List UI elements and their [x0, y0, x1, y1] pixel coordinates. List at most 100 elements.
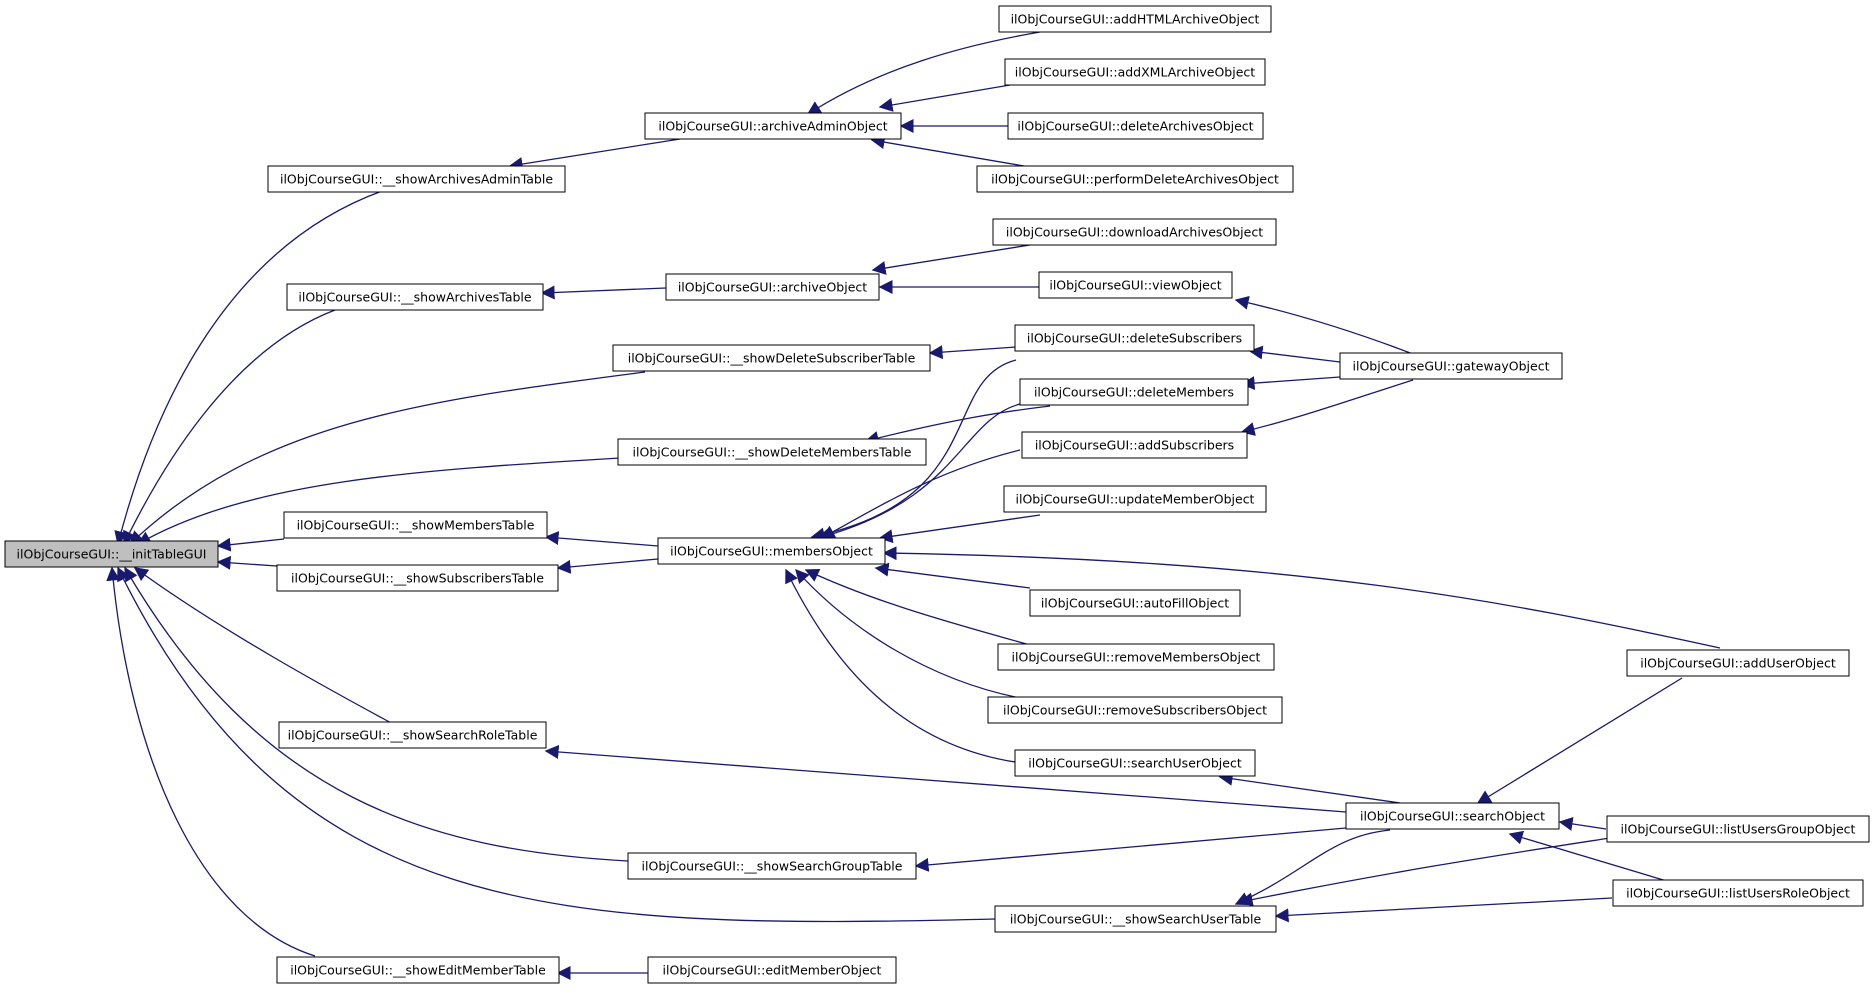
edge-removemembers-to-members: [804, 569, 1031, 646]
node-show-members-table[interactable]: ilObjCourseGUI::__showMembersTable: [283, 511, 548, 539]
node-show-search-role-table[interactable]: ilObjCourseGUI::__showSearchRoleTable: [278, 721, 547, 749]
node-label: ilObjCourseGUI::searchUserObject: [1028, 756, 1242, 771]
node-show-edit-member-table[interactable]: ilObjCourseGUI::__showEditMemberTable: [276, 956, 560, 984]
node-label: ilObjCourseGUI::__showSubscribersTable: [291, 571, 544, 586]
node-search-object[interactable]: ilObjCourseGUI::searchObject: [1345, 802, 1560, 830]
node-add-html-archive-object[interactable]: ilObjCourseGUI::addHTMLArchiveObject: [998, 5, 1272, 33]
node-label: ilObjCourseGUI::listUsersRoleObject: [1626, 886, 1850, 901]
edge-gateway-to-addsubscribers: [1240, 379, 1414, 436]
edge-addsubscribers-to-members: [820, 449, 1021, 539]
node-label: ilObjCourseGUI::addHTMLArchiveObject: [1011, 12, 1260, 27]
edge-searchobject-to-searchgrouptable: [914, 827, 1347, 872]
node-show-archives-table[interactable]: ilObjCourseGUI::__showArchivesTable: [286, 283, 544, 311]
edge-listgroup-to-searchusertable: [1238, 837, 1611, 907]
edge-deletesubscribers-to-members: [810, 359, 1017, 542]
node-label: ilObjCourseGUI::updateMemberObject: [1016, 492, 1255, 507]
node-label: ilObjCourseGUI::__showSearchGroupTable: [642, 859, 903, 874]
node-label: ilObjCourseGUI::addXMLArchiveObject: [1015, 65, 1255, 80]
node-label: ilObjCourseGUI::searchObject: [1360, 809, 1545, 824]
node-label: ilObjCourseGUI::__showArchivesAdminTable: [280, 172, 553, 187]
edge-archiveobject-to-archivestable: [540, 285, 667, 300]
node-show-delete-members-table[interactable]: ilObjCourseGUI::__showDeleteMembersTable: [617, 438, 927, 466]
edge-searchobject-to-searchusertable: [1234, 829, 1391, 906]
node-show-search-group-table[interactable]: ilObjCourseGUI::__showSearchGroupTable: [627, 852, 917, 880]
node-add-xml-archive-object[interactable]: ilObjCourseGUI::addXMLArchiveObject: [1004, 58, 1266, 86]
edge-deletememberstable-to-root: [136, 457, 621, 545]
edge-autofill-to-members: [874, 562, 1031, 589]
node-label: ilObjCourseGUI::membersObject: [670, 544, 873, 559]
node-label: ilObjCourseGUI::__showDeleteSubscriberTa…: [628, 351, 916, 366]
node-label: ilObjCourseGUI::deleteMembers: [1034, 385, 1234, 400]
node-label: ilObjCourseGUI::__showEditMemberTable: [290, 963, 546, 978]
node-label: ilObjCourseGUI::removeMembersObject: [1012, 650, 1261, 665]
node-label: ilObjCourseGUI::listUsersGroupObject: [1621, 822, 1856, 837]
node-delete-archives-object[interactable]: ilObjCourseGUI::deleteArchivesObject: [1007, 112, 1264, 140]
node-label: ilObjCourseGUI::__showMembersTable: [297, 518, 535, 533]
node-label: ilObjCourseGUI::archiveObject: [678, 280, 867, 295]
edge-addhtml-to-archiveadmin: [806, 31, 1041, 115]
node-show-delete-subscriber-table[interactable]: ilObjCourseGUI::__showDeleteSubscriberTa…: [612, 344, 931, 372]
node-add-subscribers[interactable]: ilObjCourseGUI::addSubscribers: [1021, 431, 1248, 459]
node-show-archives-admin-table[interactable]: ilObjCourseGUI::__showArchivesAdminTable: [267, 165, 566, 193]
node-members-object[interactable]: ilObjCourseGUI::membersObject: [657, 537, 886, 565]
edge-archivestable-to-root: [123, 309, 336, 546]
edge-performdelete-to-archiveadmin: [870, 135, 1031, 168]
node-remove-members-object[interactable]: ilObjCourseGUI::removeMembersObject: [997, 643, 1275, 671]
node-init-table-gui[interactable]: ilObjCourseGUI::__initTableGUI: [4, 540, 219, 568]
edge-editmembertable-to-root: [106, 566, 316, 957]
node-label: ilObjCourseGUI::addSubscribers: [1035, 438, 1234, 453]
edge-searchobject-to-searchuser: [1218, 771, 1401, 804]
node-gateway-object[interactable]: ilObjCourseGUI::gatewayObject: [1339, 352, 1563, 380]
node-label: ilObjCourseGUI::addUserObject: [1640, 656, 1836, 671]
edge-deletemembers-to-members: [816, 403, 1021, 542]
edge-updatemember-to-members: [878, 514, 1041, 544]
edge-searchobject-to-searchroletable: [544, 744, 1347, 813]
node-label: ilObjCourseGUI::deleteArchivesObject: [1017, 119, 1253, 134]
edge-deletesubscribertable-to-root: [128, 371, 646, 545]
node-add-user-object[interactable]: ilObjCourseGUI::addUserObject: [1626, 649, 1850, 677]
edge-subscriberstable-to-root: [216, 555, 278, 570]
node-label: ilObjCourseGUI::autoFillObject: [1041, 596, 1229, 611]
node-label: ilObjCourseGUI::deleteSubscribers: [1027, 331, 1242, 346]
node-view-object[interactable]: ilObjCourseGUI::viewObject: [1038, 271, 1233, 299]
nodes: ilObjCourseGUI::__initTableGUI ilObjCour…: [4, 5, 1870, 984]
edge-adduser-to-members: [882, 546, 1721, 649]
edge-archivesadmintable-to-root: [114, 190, 383, 546]
edge-addxml-to-archiveadmin: [878, 84, 1011, 112]
edge-archiveadmin-to-archivesadmintable: [508, 138, 681, 171]
node-label: ilObjCourseGUI::gatewayObject: [1353, 359, 1550, 374]
edge-listgroup-to-searchobject: [1558, 816, 1607, 831]
node-edit-member-object[interactable]: ilObjCourseGUI::editMemberObject: [647, 956, 897, 984]
edge-gateway-to-view: [1234, 295, 1414, 355]
node-search-user-object[interactable]: ilObjCourseGUI::searchUserObject: [1014, 749, 1256, 777]
node-show-search-user-table[interactable]: ilObjCourseGUI::__showSearchUserTable: [994, 905, 1277, 933]
node-label: ilObjCourseGUI::archiveAdminObject: [658, 119, 887, 134]
node-list-users-role-object[interactable]: ilObjCourseGUI::listUsersRoleObject: [1612, 879, 1864, 907]
node-list-users-group-object[interactable]: ilObjCourseGUI::listUsersGroupObject: [1606, 815, 1870, 843]
node-label: ilObjCourseGUI::__initTableGUI: [17, 547, 207, 562]
node-delete-subscribers[interactable]: ilObjCourseGUI::deleteSubscribers: [1014, 324, 1255, 352]
edge-gateway-to-deletesubscribers: [1248, 345, 1341, 363]
edges: [106, 31, 1721, 980]
node-update-member-object[interactable]: ilObjCourseGUI::updateMemberObject: [1003, 485, 1267, 513]
node-archive-object[interactable]: ilObjCourseGUI::archiveObject: [665, 273, 880, 301]
node-archive-admin-object[interactable]: ilObjCourseGUI::archiveAdminObject: [644, 112, 902, 140]
edge-searchobject-to-adduser: [1476, 677, 1683, 804]
node-download-archives-object[interactable]: ilObjCourseGUI::downloadArchivesObject: [992, 218, 1277, 246]
node-remove-subscribers-object[interactable]: ilObjCourseGUI::removeSubscribersObject: [987, 696, 1283, 724]
edge-membersobject-to-subscriberstable: [556, 558, 659, 574]
edge-listrole-to-searchusertable: [1274, 897, 1613, 923]
edge-searchuser-to-members: [785, 568, 1031, 765]
node-auto-fill-object[interactable]: ilObjCourseGUI::autoFillObject: [1029, 589, 1241, 617]
node-show-subscribers-table[interactable]: ilObjCourseGUI::__showSubscribersTable: [276, 564, 559, 592]
edge-download-to-archiveobject: [871, 243, 1037, 275]
node-label: ilObjCourseGUI::__showDeleteMembersTable: [633, 445, 912, 460]
edge-searchgrouptable-to-root: [124, 566, 629, 862]
node-label: ilObjCourseGUI::removeSubscribersObject: [1003, 703, 1267, 718]
edge-listrole-to-searchobject: [1508, 830, 1671, 883]
edge-searchroletable-to-root: [133, 567, 396, 726]
node-delete-members[interactable]: ilObjCourseGUI::deleteMembers: [1019, 378, 1249, 406]
node-perform-delete-archives-object[interactable]: ilObjCourseGUI::performDeleteArchivesObj…: [976, 165, 1294, 193]
edge-searchusertable-to-root: [117, 566, 996, 923]
